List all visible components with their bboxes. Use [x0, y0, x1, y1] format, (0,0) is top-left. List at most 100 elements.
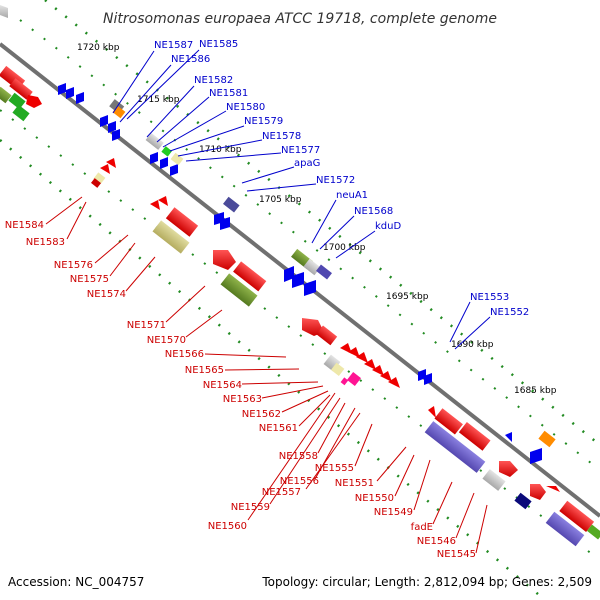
gene-label[interactable]: NE1565 — [185, 365, 224, 376]
gene-feature — [106, 158, 116, 168]
bottom-leader-lines — [45, 196, 488, 554]
gene-feature — [530, 484, 546, 500]
gene-feature — [161, 146, 172, 157]
gene-label[interactable]: NE1563 — [223, 394, 262, 405]
gene-feature — [530, 448, 542, 464]
scale-tick-label: 1715 kbp — [137, 95, 180, 105]
gene-feature — [150, 200, 160, 210]
gene-feature — [340, 377, 349, 386]
outer-top-track-guide — [44, 0, 600, 446]
upper-features — [0, 5, 556, 464]
gene-label[interactable]: NE1572 — [316, 175, 355, 186]
gene-label[interactable]: NE1584 — [5, 220, 44, 231]
gene-feature — [356, 352, 368, 363]
gene-feature — [340, 343, 352, 354]
gene-feature — [304, 280, 316, 296]
gene-feature — [100, 164, 110, 174]
gene-label[interactable]: NE1551 — [335, 478, 374, 489]
scale-tick-label: 1705 kbp — [259, 195, 302, 205]
gene-feature — [145, 132, 164, 150]
gene-feature — [303, 258, 321, 276]
gene-feature — [91, 178, 101, 188]
gene-label[interactable]: NE1564 — [203, 380, 242, 391]
gene-feature — [482, 469, 506, 491]
scale-tick-label: 1700 kbp — [323, 243, 366, 253]
gene-feature — [364, 359, 376, 370]
inner-bottom-track-guide — [0, 109, 600, 561]
gene-feature — [546, 486, 560, 492]
gene-label[interactable]: NE1553 — [470, 292, 509, 303]
gene-feature — [292, 272, 304, 288]
gene-label[interactable]: NE1580 — [226, 102, 265, 113]
scale-tick-label: 1685 kbp — [514, 386, 557, 396]
gene-label[interactable]: NE1579 — [244, 116, 283, 127]
gene-label[interactable]: NE1582 — [194, 75, 233, 86]
gene-label[interactable]: NE1568 — [354, 206, 393, 217]
gene-label[interactable]: fadE — [411, 522, 433, 533]
gene-feature — [12, 104, 30, 122]
scale-tick-label: 1710 kbp — [199, 145, 242, 155]
gene-label[interactable]: NE1562 — [242, 409, 281, 420]
gene-feature — [505, 432, 512, 442]
gene-feature — [587, 524, 600, 540]
gene-label[interactable]: NE1549 — [374, 507, 413, 518]
gene-label[interactable]: NE1571 — [127, 320, 166, 331]
gene-feature — [8, 92, 26, 110]
gene-feature — [284, 266, 294, 282]
gene-label[interactable]: NE1576 — [54, 260, 93, 271]
gene-feature — [514, 492, 532, 510]
gene-feature — [316, 325, 338, 346]
gene-feature — [424, 421, 486, 473]
gene-feature — [108, 121, 116, 133]
gene-feature — [388, 377, 400, 388]
gene-label[interactable]: NE1566 — [165, 349, 204, 360]
gene-label[interactable]: NE1552 — [490, 307, 529, 318]
gene-label[interactable]: NE1557 — [262, 487, 301, 498]
gene-feature — [316, 264, 332, 280]
gene-feature — [428, 406, 436, 418]
gene-feature — [76, 92, 84, 104]
gene-feature — [220, 273, 258, 307]
gene-feature — [233, 261, 267, 292]
gene-label[interactable]: NE1583 — [26, 237, 65, 248]
gene-feature — [330, 362, 345, 377]
gene-feature — [348, 347, 360, 358]
gene-label[interactable]: NE1581 — [209, 88, 248, 99]
gene-label[interactable]: NE1570 — [147, 335, 186, 346]
gene-feature — [545, 511, 585, 547]
gene-label[interactable]: NE1550 — [355, 493, 394, 504]
gene-feature — [559, 500, 595, 532]
gene-label[interactable]: NE1586 — [171, 54, 210, 65]
gene-label[interactable]: NE1574 — [87, 289, 126, 300]
gene-feature — [158, 196, 168, 206]
gene-feature — [424, 373, 432, 385]
gene-label[interactable]: NE1561 — [259, 423, 298, 434]
gene-label[interactable]: NE1575 — [70, 274, 109, 285]
gene-label[interactable]: NE1577 — [281, 145, 320, 156]
gene-label[interactable]: NE1546 — [417, 536, 456, 547]
gene-feature — [499, 461, 518, 477]
gene-label[interactable]: NE1587 — [154, 40, 193, 51]
gene-feature — [26, 95, 42, 108]
gene-label[interactable]: NE1558 — [279, 451, 318, 462]
gene-label[interactable]: NE1559 — [231, 502, 270, 513]
gene-label[interactable]: NE1585 — [199, 39, 238, 50]
topology-text: Topology: circular; Length: 2,812,094 bp… — [261, 575, 592, 589]
gene-feature — [9, 78, 33, 100]
gene-feature — [0, 5, 8, 18]
accession-text: Accession: NC_004757 — [8, 575, 144, 589]
gene-label[interactable]: NE1556 — [280, 476, 319, 487]
gene-label[interactable]: NE1560 — [208, 521, 247, 532]
gene-label[interactable]: apaG — [294, 158, 320, 169]
top-leader-lines — [112, 49, 491, 350]
gene-feature — [0, 86, 12, 104]
gene-label[interactable]: NE1545 — [437, 549, 476, 560]
gene-label[interactable]: neuA1 — [336, 190, 368, 201]
gene-label[interactable]: NE1578 — [262, 131, 301, 142]
gene-label[interactable]: NE1555 — [315, 463, 354, 474]
gene-feature — [434, 408, 463, 435]
gene-feature — [100, 115, 108, 127]
gene-label[interactable]: kduD — [375, 221, 401, 232]
bottom-gene-labels: NE1584 NE1583 NE1576 NE1575 NE1574 NE157… — [5, 220, 476, 560]
